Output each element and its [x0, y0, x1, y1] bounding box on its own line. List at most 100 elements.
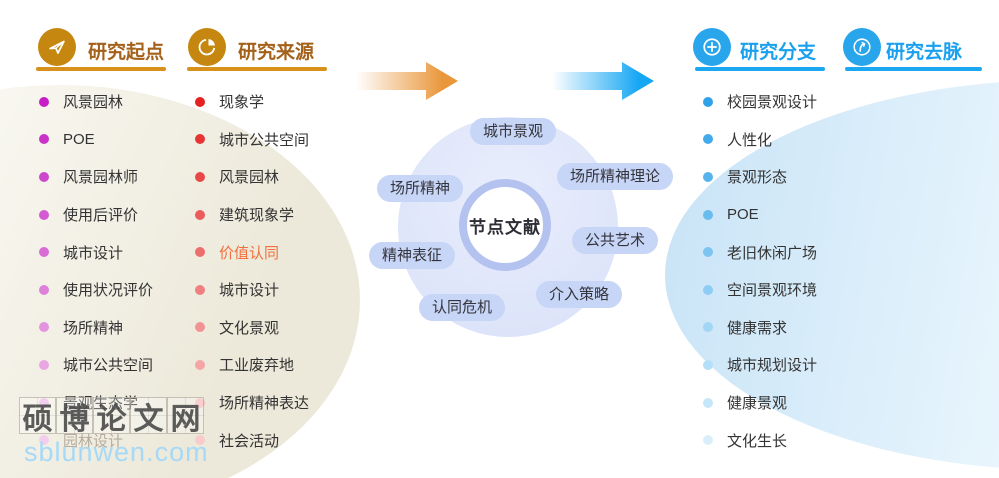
bullet-dot: [703, 209, 713, 220]
section-underline: [845, 67, 982, 71]
list-item: 文化生长: [703, 421, 817, 459]
bullet-dot: [195, 435, 205, 446]
list-item: 园林设计: [39, 421, 153, 459]
bullet-dot: [39, 247, 49, 258]
section-title-branch: 研究分支: [740, 42, 817, 63]
keyword-bubble: 场所精神理论: [557, 163, 674, 190]
keyword-label: 社会活动: [219, 432, 280, 450]
keyword-label: 场所精神表达: [219, 395, 310, 413]
keyword-label: 人性化: [727, 131, 773, 149]
bullet-dot: [39, 134, 49, 145]
bullet-dot: [703, 322, 713, 333]
keyword-label: 文化景观: [219, 319, 280, 337]
list-item: POE: [39, 121, 153, 159]
keyword-label: POE: [727, 206, 759, 224]
bullet-dot: [703, 284, 713, 295]
keyword-label: 城市设计: [219, 282, 280, 300]
keyword-label: 老旧休闲广场: [727, 244, 818, 262]
keyword-label: 价值认同: [219, 244, 280, 262]
list-item: 建筑现象学: [195, 196, 309, 234]
list-item: 景观生态学: [39, 384, 153, 422]
keyword-bubble: 精神表征: [369, 242, 456, 269]
bullet-dot: [703, 247, 713, 258]
list-item: 健康需求: [703, 309, 817, 347]
node-label: 节点文献: [469, 217, 541, 237]
keyword-label: 健康景观: [727, 395, 788, 413]
list-item: 城市规划设计: [703, 346, 817, 384]
keyword-label: 风景园林师: [63, 169, 139, 187]
keyword-label: 校园景观设计: [727, 94, 818, 112]
bullet-dot: [39, 171, 49, 182]
bullet-dot: [195, 209, 205, 220]
source-keyword-list: 现象学城市公共空间风景园林建筑现象学价值认同城市设计文化景观工业废弃地场所精神表…: [195, 83, 309, 459]
section-title-trend: 研究去脉: [886, 42, 963, 63]
watermark-characters: 硕博论文网: [19, 397, 209, 436]
list-item: 现象学: [195, 83, 309, 121]
section-title-source: 研究来源: [238, 42, 315, 63]
section-underline: [36, 67, 166, 71]
keyword-label: 文化生长: [727, 432, 788, 450]
list-item: 风景园林: [39, 83, 153, 121]
keyword-bubble: 介入策略: [536, 281, 623, 308]
keyword-bubble: 场所精神: [377, 175, 464, 202]
keyword-label: 空间景观环境: [727, 282, 818, 300]
list-item: 城市设计: [195, 271, 309, 309]
list-item: 城市设计: [39, 233, 153, 271]
list-item: 城市公共空间: [195, 121, 309, 159]
list-item: 景观形态: [703, 158, 817, 196]
bullet-dot: [703, 171, 713, 182]
list-item: 城市公共空间: [39, 346, 153, 384]
node-literature-circle: 节点文献: [459, 179, 551, 271]
list-item: 人性化: [703, 121, 817, 159]
bullet-dot: [39, 397, 49, 408]
bullet-dot: [195, 247, 205, 258]
keyword-label: 使用状况评价: [63, 282, 154, 300]
list-item: 使用后评价: [39, 196, 153, 234]
watermark-character: 网: [167, 397, 204, 436]
keyword-label: 场所精神: [63, 319, 124, 337]
bullet-dot: [703, 96, 713, 107]
keyword-label: 城市公共空间: [63, 357, 154, 375]
list-item: 价值认同: [195, 233, 309, 271]
pie-chart-icon: [188, 28, 226, 66]
keyword-label: 健康需求: [727, 319, 788, 337]
bullet-dot: [39, 284, 49, 295]
list-item: 风景园林师: [39, 158, 153, 196]
bullet-dot: [195, 359, 205, 370]
watermark-character: 博: [56, 397, 93, 436]
list-item: 场所精神表达: [195, 384, 309, 422]
site-watermark: 硕博论文网 sblunwen.com: [19, 397, 209, 468]
watermark-character: 论: [93, 397, 130, 436]
bullet-dot: [39, 322, 49, 333]
bullet-dot: [703, 435, 713, 446]
bullet-dot: [39, 209, 49, 220]
keyword-label: 建筑现象学: [219, 207, 295, 225]
list-item: 风景园林: [195, 158, 309, 196]
list-item: 场所精神: [39, 309, 153, 347]
flow-arrow-blue: [552, 59, 657, 108]
keyword-label: 园林设计: [63, 432, 124, 450]
keyword-bubble: 公共艺术: [572, 227, 659, 254]
curve-arrow-icon: [843, 28, 881, 66]
keyword-label: POE: [63, 130, 95, 148]
list-item: 使用状况评价: [39, 271, 153, 309]
keyword-label: 风景园林: [219, 169, 280, 187]
section-underline: [187, 67, 327, 71]
send-icon: [38, 28, 76, 66]
bullet-dot: [703, 359, 713, 370]
section-title-origin: 研究起点: [88, 42, 165, 63]
keyword-bubble: 认同危机: [419, 294, 506, 321]
section-underline: [695, 67, 825, 71]
bullet-dot: [703, 134, 713, 145]
bullet-dot: [703, 397, 713, 408]
list-item: 校园景观设计: [703, 83, 817, 121]
bullet-dot: [195, 322, 205, 333]
flow-arrow-orange: [356, 59, 461, 108]
keyword-label: 景观形态: [727, 169, 788, 187]
list-item: 工业废弃地: [195, 346, 309, 384]
keyword-label: 使用后评价: [63, 207, 139, 225]
list-item: POE: [703, 196, 817, 234]
bullet-dot: [195, 134, 205, 145]
list-item: 空间景观环境: [703, 271, 817, 309]
